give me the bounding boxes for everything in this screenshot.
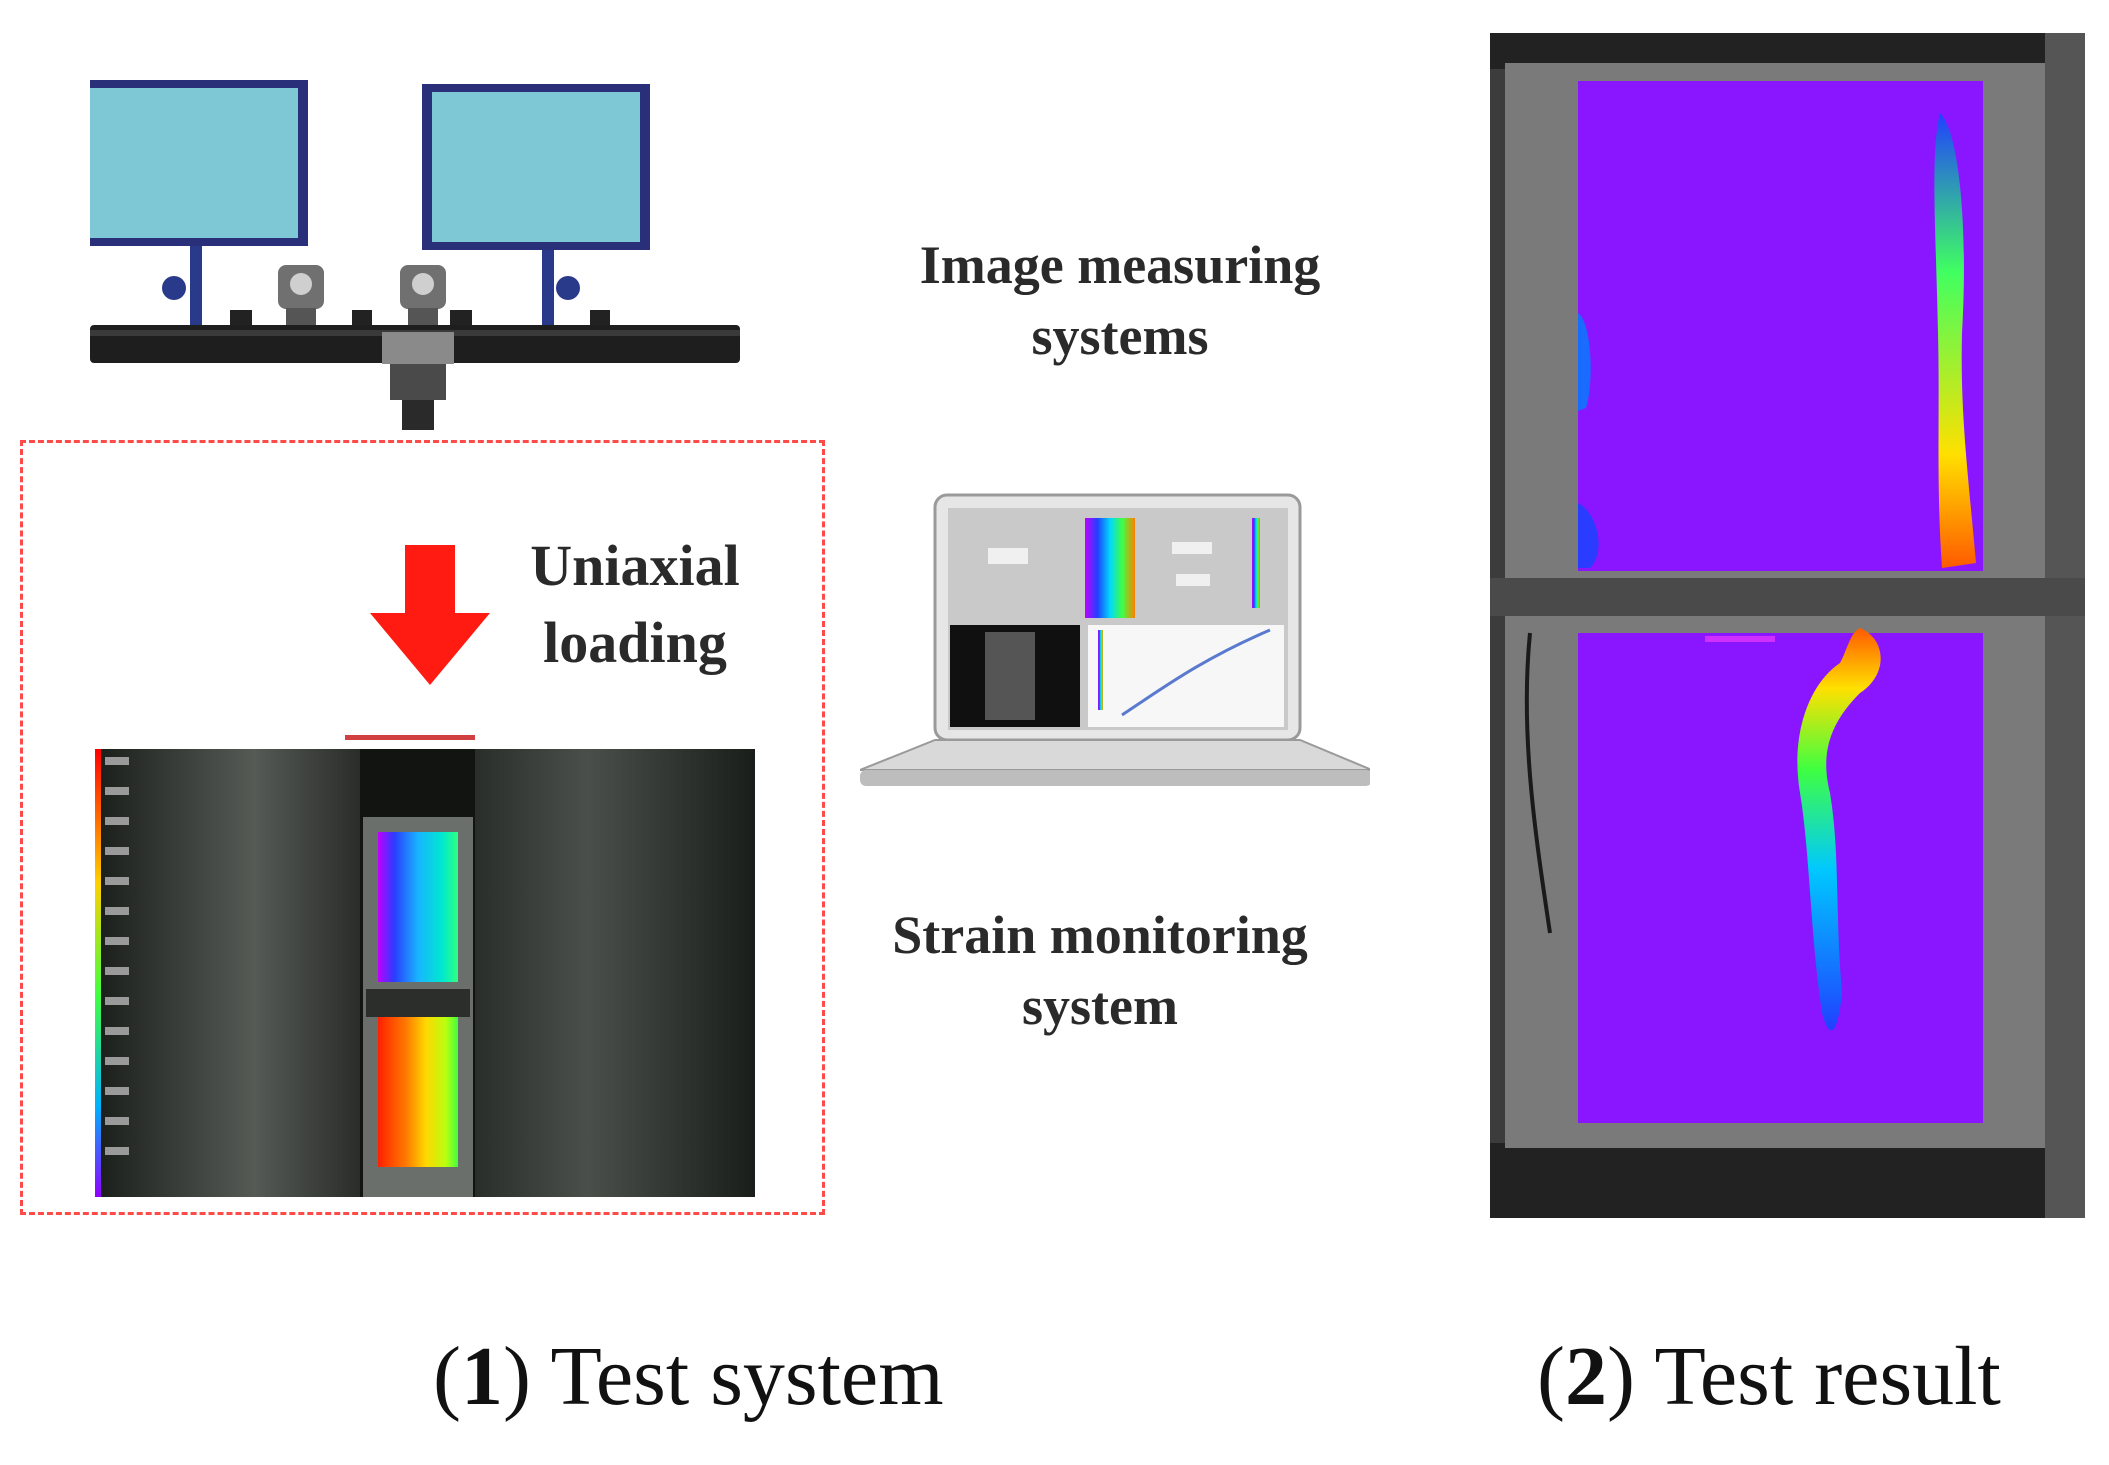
image-measuring-line-2: systems — [1031, 306, 1209, 367]
image-measuring-label: Image measuring systems — [860, 230, 1380, 373]
uniaxial-loading-label: Uniaxial loading — [500, 528, 770, 681]
caption-test-result-text: Test result — [1654, 1330, 2001, 1423]
uniaxial-line-2: loading — [543, 609, 727, 675]
caption-test-result: (2) Test result — [1537, 1330, 2001, 1423]
test-result-image — [1490, 33, 2085, 1218]
uniaxial-line-1: Uniaxial — [530, 533, 740, 598]
laptop-image — [860, 493, 1370, 786]
caption-test-system: (1) Test system — [433, 1330, 944, 1423]
left-camera — [278, 265, 324, 326]
strain-monitoring-label: Strain monitoring system — [840, 900, 1360, 1043]
right-light-panel — [422, 84, 650, 250]
camera-rig — [90, 80, 740, 430]
strain-monitoring-line-2: system — [1022, 976, 1178, 1037]
right-camera — [400, 265, 446, 326]
strain-monitoring-line-1: Strain monitoring — [892, 905, 1308, 965]
caption-test-system-text: Test system — [550, 1330, 944, 1423]
image-measuring-line-1: Image measuring — [919, 235, 1321, 295]
caption-test-system-number: 1 — [460, 1330, 503, 1423]
caption-test-result-number: 2 — [1564, 1330, 1607, 1423]
left-light-panel — [90, 80, 308, 246]
displacement-field-image — [95, 735, 755, 1197]
load-arrow-icon — [370, 545, 490, 685]
loading-frame — [20, 440, 825, 1215]
